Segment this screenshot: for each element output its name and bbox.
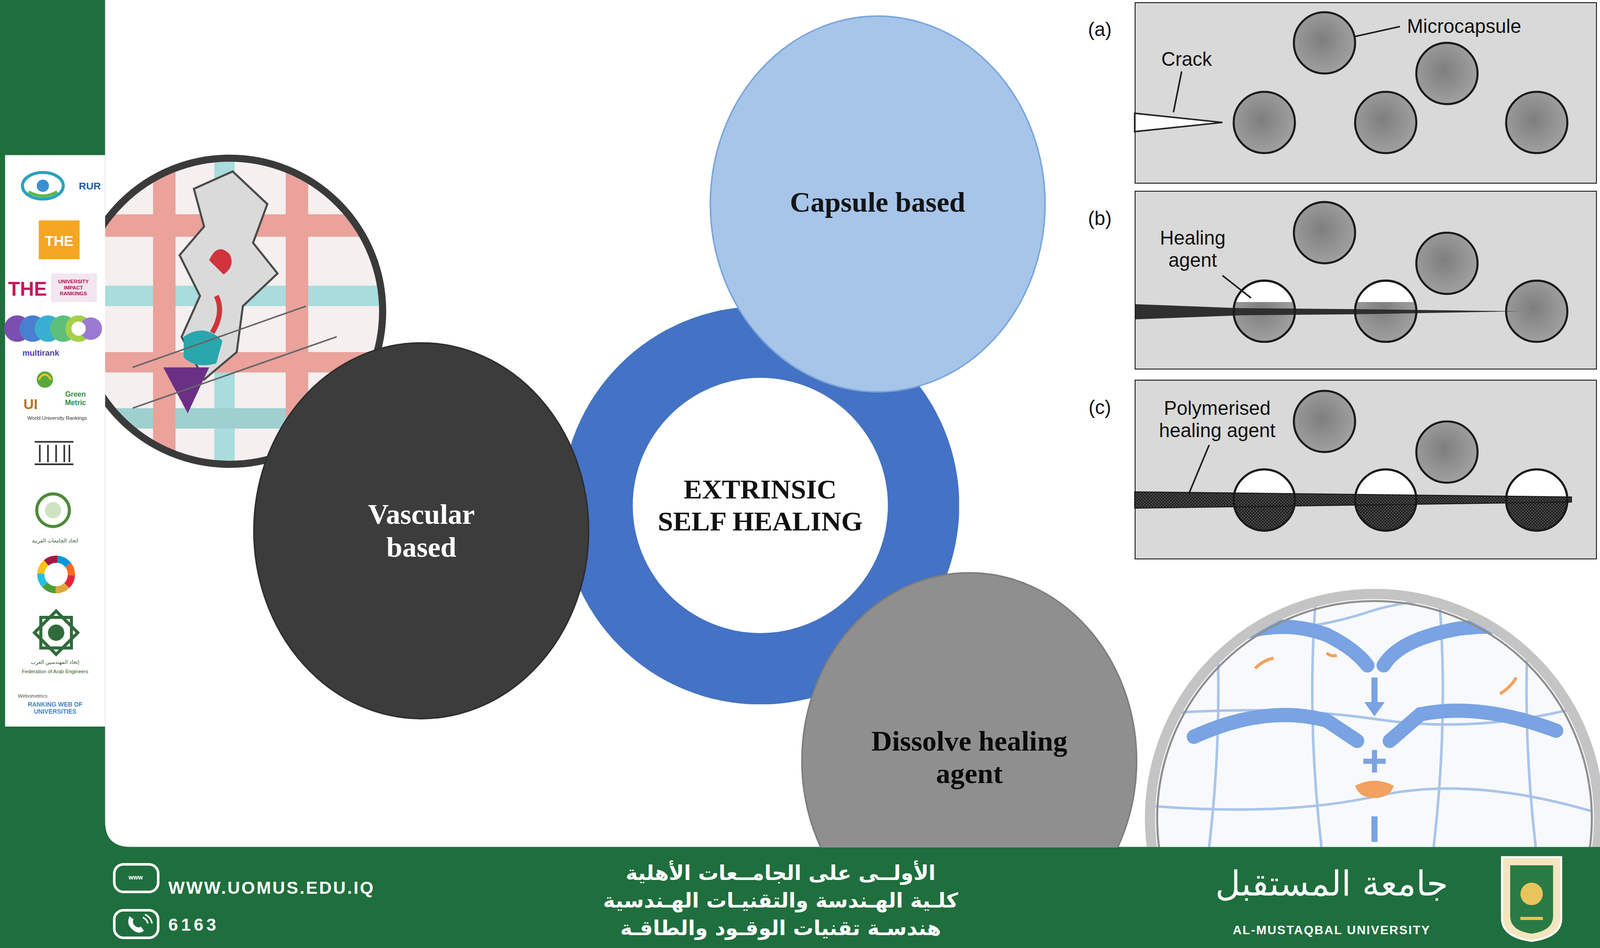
logo-text: RUR bbox=[78, 180, 101, 192]
college-line: كلـية الهـندسة والتقنيـات الهـندسية bbox=[603, 888, 959, 912]
ranking-logos bbox=[4, 172, 102, 655]
logo-text: Green Metric bbox=[57, 389, 95, 407]
footer-band-fill bbox=[0, 846, 1600, 948]
microcapsule-panels bbox=[1134, 2, 1597, 560]
part-label: Crack bbox=[1161, 48, 1212, 71]
part-label: Microcapsule bbox=[1407, 15, 1522, 38]
method-circle: Dissolve healing agent bbox=[800, 571, 1138, 848]
slogan-line: الأولــى على الجامــعات الأهلية bbox=[625, 860, 936, 885]
logo-text: UI bbox=[23, 396, 38, 413]
stage-panel: (b)Healing agent bbox=[1134, 190, 1597, 370]
logo-text: THE bbox=[44, 232, 74, 249]
panel-letter: (a) bbox=[1088, 18, 1112, 41]
university-emblem bbox=[1502, 856, 1562, 941]
stage-panel: (c)Polymerised healing agent bbox=[1134, 379, 1597, 560]
logo-text: Federation of Arab Engineers bbox=[21, 668, 88, 675]
panel-letter: (c) bbox=[1088, 396, 1112, 419]
circle-fill bbox=[802, 572, 1137, 848]
logo-text: multirank bbox=[22, 348, 60, 358]
logo-text: RANKING WEB OF UNIVERSITIES bbox=[21, 701, 89, 716]
panel-letter: (b) bbox=[1088, 207, 1112, 230]
phone-number: 6163 bbox=[168, 914, 220, 935]
part-label: Healing agent bbox=[1139, 226, 1246, 272]
university-name-latin: AL-MUSTAQBAL UNIVERSITY bbox=[1232, 922, 1431, 937]
method-circle: Vascular based bbox=[252, 341, 590, 720]
circle-shape bbox=[252, 341, 590, 720]
method-label: Dissolve healing agent bbox=[867, 724, 1072, 791]
method-circle: Capsule based bbox=[709, 15, 1047, 393]
circle-fill bbox=[254, 342, 589, 719]
circle-shape bbox=[800, 571, 1138, 848]
magnifier-ring bbox=[1157, 600, 1592, 948]
ring-title: EXTRINSIC SELF HEALING bbox=[652, 473, 868, 537]
logo-text: UNIVERSITY IMPACT RANKINGS bbox=[51, 279, 96, 297]
university-name: جامعة المستقبل bbox=[1215, 863, 1448, 904]
logo-text: Webometrics bbox=[17, 692, 48, 699]
footer-band: WWW.UOMUS.EDU.IQ 6163 الأولــى على الجامــ… bbox=[0, 847, 1600, 948]
contact-icons bbox=[114, 864, 159, 938]
logo-text: اتحاد الجامعات العربية bbox=[32, 537, 79, 544]
method-label: Vascular based bbox=[332, 497, 511, 564]
icon-text: www bbox=[128, 874, 143, 882]
website-text: WWW.UOMUS.EDU.IQ bbox=[168, 877, 376, 898]
part-label: Polymerised healing agent bbox=[1135, 396, 1299, 442]
department-line: هندسـة تقنيات الوقـود والطاقـة bbox=[620, 916, 942, 940]
logo-panel bbox=[4, 155, 105, 727]
logo-text: إتحاد المهندسين العرب bbox=[31, 659, 80, 665]
circle-fill bbox=[710, 16, 1045, 392]
magnifier-ring bbox=[1150, 593, 1600, 948]
method-label: Capsule based bbox=[788, 185, 968, 219]
logo-text: THE bbox=[8, 277, 47, 300]
ring-inner bbox=[632, 377, 888, 633]
stage-panel: (a)MicrocapsuleCrack bbox=[1134, 2, 1597, 184]
logo-text: World University Rankings bbox=[27, 415, 87, 422]
